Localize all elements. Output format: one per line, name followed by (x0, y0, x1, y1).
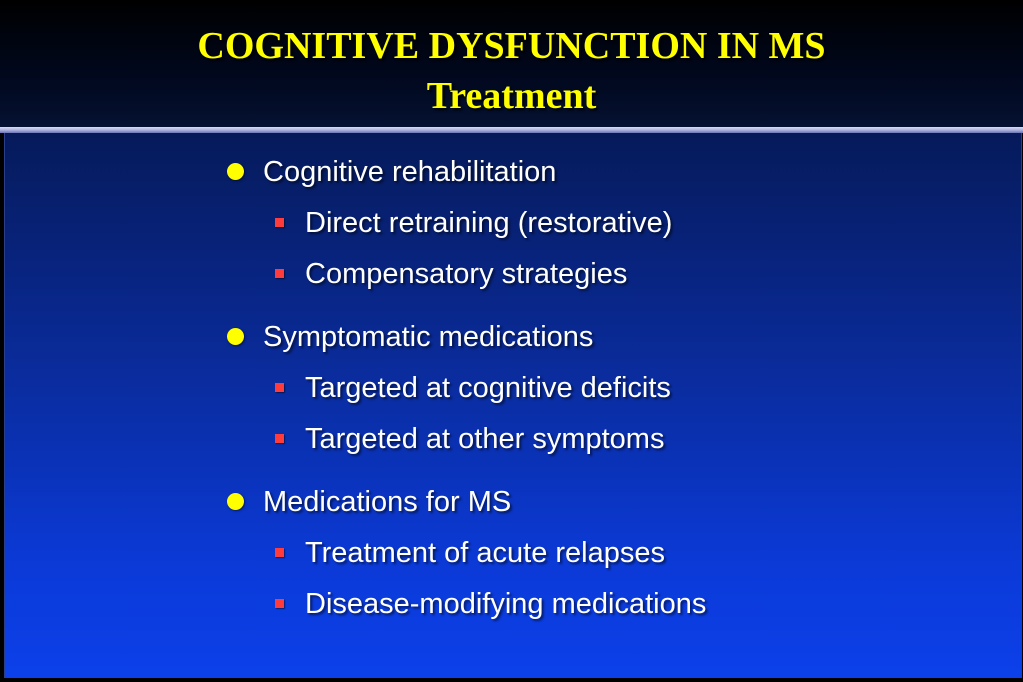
red-square-icon (275, 434, 284, 443)
content-area: Cognitive rehabilitation Direct retraini… (4, 133, 1022, 678)
yellow-dot-icon (227, 493, 244, 510)
sub-bullet-text: Targeted at cognitive deficits (305, 372, 671, 404)
bullet-heading: Symptomatic medications (263, 321, 594, 353)
red-square-icon (275, 383, 284, 392)
red-square-icon (275, 269, 284, 278)
sub-bullet: Treatment of acute relapses (275, 536, 665, 570)
yellow-dot-icon (227, 328, 244, 345)
title-area: COGNITIVE DYSFUNCTION IN MS Treatment (0, 0, 1023, 128)
sub-bullet-text: Direct retraining (restorative) (305, 207, 673, 239)
slide-subtitle: Treatment (426, 75, 597, 117)
bullet-section-3: Medications for MS (227, 485, 511, 519)
bullet-section-1: Cognitive rehabilitation (227, 155, 556, 189)
bullet-heading: Medications for MS (263, 486, 512, 518)
title-divider (0, 127, 1023, 133)
sub-bullet: Targeted at cognitive deficits (275, 371, 671, 405)
bullet-heading: Cognitive rehabilitation (263, 156, 557, 188)
yellow-dot-icon (227, 163, 244, 180)
sub-bullet-text: Treatment of acute relapses (305, 537, 665, 569)
red-square-icon (275, 548, 284, 557)
bullet-section-2: Symptomatic medications (227, 320, 593, 354)
sub-bullet: Direct retraining (restorative) (275, 206, 672, 240)
slide-title: COGNITIVE DYSFUNCTION IN MS (197, 25, 826, 67)
red-square-icon (275, 218, 284, 227)
bullet-list: Cognitive rehabilitation Direct retraini… (5, 133, 1021, 678)
sub-bullet: Disease-modifying medications (275, 587, 706, 621)
sub-bullet-text: Targeted at other symptoms (305, 423, 665, 455)
sub-bullet-text: Disease-modifying medications (305, 588, 707, 620)
sub-bullet-text: Compensatory strategies (305, 258, 628, 290)
red-square-icon (275, 599, 284, 608)
sub-bullet: Compensatory strategies (275, 257, 627, 291)
sub-bullet: Targeted at other symptoms (275, 422, 664, 456)
